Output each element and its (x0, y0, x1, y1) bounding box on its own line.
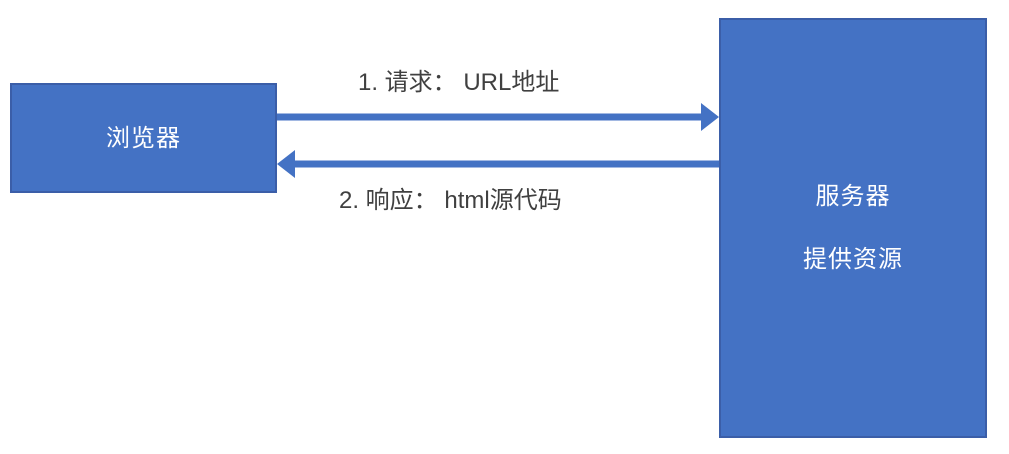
request-arrow-icon (277, 103, 719, 131)
browser-node-label: 浏览器 (106, 124, 181, 152)
response-arrow-icon (277, 150, 719, 178)
browser-node: 浏览器 (10, 83, 277, 193)
response-arrow-shaft (294, 160, 719, 168)
response-arrow-label: 2. 响应： html源代码 (339, 187, 562, 214)
server-node-label-line1: 服务器 (815, 183, 891, 210)
server-node: 服务器 提供资源 (719, 18, 987, 438)
request-arrow-shaft (277, 113, 702, 121)
server-node-label-line2: 提供资源 (803, 246, 903, 273)
response-arrowhead (277, 150, 295, 178)
request-arrowhead (701, 103, 719, 131)
request-arrow-label: 1. 请求： URL地址 (358, 69, 560, 96)
